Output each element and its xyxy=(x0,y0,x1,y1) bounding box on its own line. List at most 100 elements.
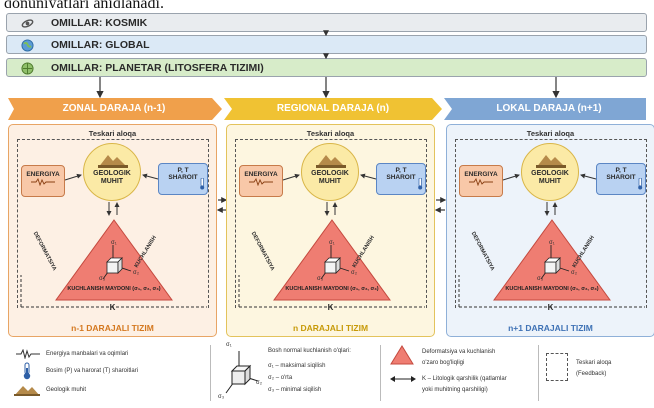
level-header-regional: REGIONAL DARAJA (n) xyxy=(276,103,390,114)
sigma2-label: σ₂ xyxy=(351,270,358,276)
double-arrow-icon xyxy=(390,376,416,382)
geo-label-1: GEOLOGIK xyxy=(311,170,349,177)
legend-divider xyxy=(538,345,539,401)
sigma1-label: σ₁ xyxy=(226,342,232,348)
system-title: n-1 DARAJALI TIZIM xyxy=(71,323,154,333)
geo-label-2: MUHIT xyxy=(318,178,342,185)
mountain-icon xyxy=(14,386,40,396)
level-panel-3: Teskari aloqa ENERGIYA GEOLOGIK MUHIT P,… xyxy=(446,124,654,337)
sigma2-label: σ₂ xyxy=(571,270,578,276)
legend-k-l2: yoki muhitning qarshiligi) xyxy=(422,387,488,393)
stress-axes-icon xyxy=(225,351,259,394)
pt-conditions-box: P, T SHAROIT xyxy=(596,163,646,195)
pt-conditions-box: P, T SHAROIT xyxy=(158,163,208,195)
sigma2-label: σ₂ xyxy=(133,270,140,276)
stress-deformation-triangle xyxy=(55,219,173,301)
band-planetary: OMILLAR: PLANETAR (LITOSFERA TIZIMI) xyxy=(6,58,647,77)
planet-icon xyxy=(21,62,34,75)
stress-field-label: KUCHLANISH MAYDONI (σ₁, σ₂, σ₃) xyxy=(285,286,379,292)
geo-label-2: MUHIT xyxy=(100,178,124,185)
sigma2-label: σ₂ xyxy=(256,380,263,386)
legend-s1: σ₁ – maksimal siqilish xyxy=(268,363,326,369)
feedback-label: Teskari aloqa xyxy=(526,129,575,138)
stress-field-label: KUCHLANISH MAYDONI (σ₁, σ₂, σ₃) xyxy=(67,286,161,292)
legend-s3: σ₃ – minimal siqilish xyxy=(268,387,322,393)
legend-divider xyxy=(210,345,211,401)
thermometer-icon xyxy=(200,178,205,190)
feedback-label: Teskari aloqa xyxy=(88,129,137,138)
thermometer-icon xyxy=(638,178,643,190)
geo-label-1: GEOLOGIK xyxy=(93,170,131,177)
flow-arrows xyxy=(458,173,645,308)
geological-environment-circle: GEOLOGIK MUHIT xyxy=(83,143,141,201)
band-label: OMILLAR: PLANETAR (LITOSFERA TIZIMI) xyxy=(51,62,264,74)
feedback-loop xyxy=(235,139,427,308)
sigma1-label: σ₁ xyxy=(549,240,555,246)
k-label: K xyxy=(547,303,554,312)
geo-label-1: GEOLOGIK xyxy=(531,170,569,177)
legend-fb-l2: (Feedback) xyxy=(576,371,607,377)
band-label: OMILLAR: KOSMIK xyxy=(51,17,148,29)
energy-wave-icon xyxy=(469,177,493,187)
legend-energy: Energiya manbalari va oqimlari xyxy=(46,351,129,357)
legend-tri-l2: o'zaro bog'liqligi xyxy=(422,360,465,366)
energy-box: ENERGIYA xyxy=(459,165,503,197)
sigma3-label: σ₃ xyxy=(218,394,225,400)
mountain-icon xyxy=(316,155,346,168)
thermometer-icon xyxy=(418,178,423,190)
legend-s2: σ₂ – o'rta xyxy=(268,375,293,381)
band-label: OMILLAR: GLOBAL xyxy=(51,39,150,51)
feedback-loop xyxy=(455,139,647,308)
pt-label-1: P, T xyxy=(395,167,407,174)
thermometer-icon xyxy=(23,362,31,380)
sigma3-label: σ₃ xyxy=(317,276,324,282)
feedback-box-icon xyxy=(546,353,568,381)
legend-geo: Geologik muhit xyxy=(46,387,87,393)
legend-k-l1: K – Litologik qarshilik (qatlamlar xyxy=(422,376,507,382)
level-header-zonal: ZONAL DARAJA (n-1) xyxy=(62,103,166,114)
legend-pt: Bosim (P) va harorat (T) sharoitlari xyxy=(46,368,139,374)
mountain-icon xyxy=(536,155,566,168)
sigma3-label: σ₃ xyxy=(537,276,544,282)
energy-box: ENERGIYA xyxy=(21,165,65,197)
energy-box: ENERGIYA xyxy=(239,165,283,197)
level-panel-1: Teskari aloqa ENERGIYA GEOLOGIK MUHIT P,… xyxy=(8,124,217,337)
energy-label: ENERGIYA xyxy=(464,171,498,178)
globe-icon xyxy=(21,39,34,52)
legend-divider xyxy=(380,345,381,401)
pt-label-2: SHAROIT xyxy=(606,174,636,181)
mountain-icon xyxy=(98,155,128,168)
flow-arrows xyxy=(238,173,425,308)
system-title: n+1 DARAJALI TIZIM xyxy=(508,323,593,333)
legend-tri-l1: Deformatsiya va kuchlanish xyxy=(422,349,496,355)
stress-deformation-triangle xyxy=(493,219,611,301)
geological-environment-circle: GEOLOGIK MUHIT xyxy=(301,143,359,201)
pt-label-2: SHAROIT xyxy=(168,174,198,181)
stress-deformation-triangle xyxy=(273,219,391,301)
sigma1-label: σ₁ xyxy=(111,240,117,246)
energy-label: ENERGIYA xyxy=(26,171,60,178)
energy-wave-icon xyxy=(16,349,40,359)
pt-label-1: P, T xyxy=(615,167,627,174)
sigma3-label: σ₃ xyxy=(99,276,106,282)
system-title: n DARAJALI TIZIM xyxy=(292,323,369,333)
feedback-loop xyxy=(17,139,209,308)
level-header-local: LOKAL DARAJA (n+1) xyxy=(496,103,602,114)
flow-arrows xyxy=(20,173,207,308)
pt-label-2: SHAROIT xyxy=(386,174,416,181)
top-text: qonuniyatlari aniqlanadi. xyxy=(4,0,164,8)
k-label: K xyxy=(327,303,334,312)
energy-wave-icon xyxy=(249,177,273,187)
pt-label-1: P, T xyxy=(177,167,189,174)
geological-environment-circle: GEOLOGIK MUHIT xyxy=(521,143,579,201)
energy-wave-icon xyxy=(31,177,55,187)
stress-field-label: KUCHLANISH MAYDONI (σ₁, σ₂, σ₃) xyxy=(505,286,599,292)
legend: Energiya manbalari va oqimlari Bosim (P)… xyxy=(10,341,644,405)
legend-fb-l1: Teskari aloqa xyxy=(576,360,612,366)
k-label: K xyxy=(109,303,116,312)
feedback-label: Teskari aloqa xyxy=(306,129,355,138)
sigma1-label: σ₁ xyxy=(329,240,335,246)
pt-conditions-box: P, T SHAROIT xyxy=(376,163,426,195)
galaxy-icon xyxy=(21,19,34,28)
